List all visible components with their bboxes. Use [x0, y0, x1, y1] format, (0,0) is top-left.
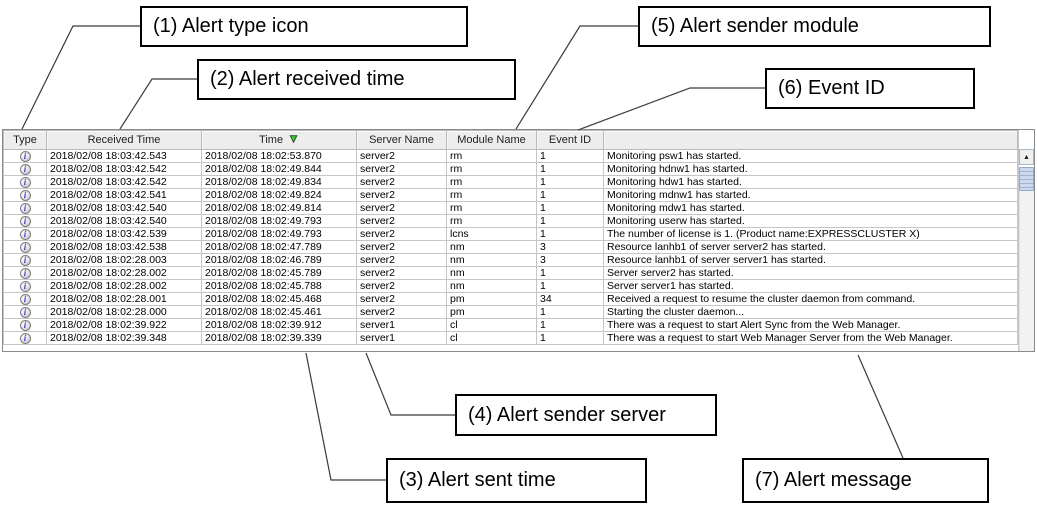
scrollbar-header-corner [1019, 130, 1034, 149]
info-icon: i [19, 307, 31, 318]
callout-alert-sent-time: (3) Alert sent time [386, 458, 647, 503]
cell-time: 2018/02/08 18:02:39.339 [201, 331, 357, 345]
alert-table-header-row: Type Received Time Time▼ Server Name Mod… [3, 130, 1018, 150]
info-icon: i [19, 203, 31, 214]
table-row[interactable]: i 2018/02/08 18:02:28.002 2018/02/08 18:… [3, 279, 1018, 293]
scrollbar-thumb[interactable] [1019, 167, 1034, 191]
column-header-server-name[interactable]: Server Name [356, 130, 447, 150]
alert-table-body: i 2018/02/08 18:03:42.543 2018/02/08 18:… [3, 149, 1018, 345]
info-icon: i [19, 151, 31, 162]
cell-message: There was a request to start Web Manager… [603, 331, 1018, 345]
alert-table-viewport: Type Received Time Time▼ Server Name Mod… [3, 130, 1018, 351]
scroll-up-button[interactable]: ▲ [1019, 149, 1034, 165]
table-row[interactable]: i 2018/02/08 18:02:28.002 2018/02/08 18:… [3, 266, 1018, 280]
callout-alert-sender-module: (5) Alert sender module [638, 6, 991, 47]
up-arrow-icon: ▲ [1023, 153, 1030, 161]
scrollbar-track[interactable] [1019, 191, 1034, 351]
table-row[interactable]: i 2018/02/08 18:03:42.540 2018/02/08 18:… [3, 201, 1018, 215]
callout-alert-sender-server: (4) Alert sender server [455, 394, 717, 436]
table-row[interactable]: i 2018/02/08 18:03:42.539 2018/02/08 18:… [3, 227, 1018, 241]
info-icon: i [19, 268, 31, 279]
sort-descending-icon: ▼ [288, 133, 300, 146]
vertical-scrollbar[interactable]: ▲ [1018, 130, 1034, 351]
column-header-time-label: Time [259, 134, 284, 146]
column-header-time[interactable]: Time ▼ [201, 130, 357, 150]
info-icon: i [19, 190, 31, 201]
info-icon: i [19, 177, 31, 188]
table-row[interactable]: i 2018/02/08 18:03:42.538 2018/02/08 18:… [3, 240, 1018, 254]
table-row[interactable]: i 2018/02/08 18:03:42.542 2018/02/08 18:… [3, 175, 1018, 189]
info-icon: i [19, 216, 31, 227]
callout-event-id: (6) Event ID [765, 68, 975, 109]
cell-type: i [3, 331, 47, 345]
table-row[interactable]: i 2018/02/08 18:03:42.540 2018/02/08 18:… [3, 214, 1018, 228]
table-row[interactable]: i 2018/02/08 18:02:28.001 2018/02/08 18:… [3, 292, 1018, 306]
info-icon: i [19, 281, 31, 292]
info-icon: i [19, 294, 31, 305]
table-row[interactable]: i 2018/02/08 18:02:39.348 2018/02/08 18:… [3, 331, 1018, 345]
info-icon: i [19, 164, 31, 175]
callout-alert-message: (7) Alert message [742, 458, 989, 503]
info-icon: i [19, 229, 31, 240]
column-header-module-name[interactable]: Module Name [446, 130, 537, 150]
cell-received-time: 2018/02/08 18:02:39.348 [46, 331, 202, 345]
info-icon: i [19, 242, 31, 253]
alert-table: Type Received Time Time▼ Server Name Mod… [3, 130, 1018, 345]
info-icon: i [19, 255, 31, 266]
info-icon: i [19, 320, 31, 331]
info-icon: i [19, 333, 31, 344]
alert-log-panel: Type Received Time Time▼ Server Name Mod… [2, 129, 1035, 352]
cell-type: i [3, 305, 47, 319]
cell-server-name: server1 [356, 331, 447, 345]
callout-alert-type-icon: (1) Alert type icon [140, 6, 468, 47]
table-row[interactable]: i 2018/02/08 18:03:42.542 2018/02/08 18:… [3, 162, 1018, 176]
callout-alert-received-time: (2) Alert received time [197, 59, 516, 100]
table-row[interactable]: i 2018/02/08 18:03:42.543 2018/02/08 18:… [3, 149, 1018, 163]
table-row[interactable]: i 2018/02/08 18:02:28.003 2018/02/08 18:… [3, 253, 1018, 267]
